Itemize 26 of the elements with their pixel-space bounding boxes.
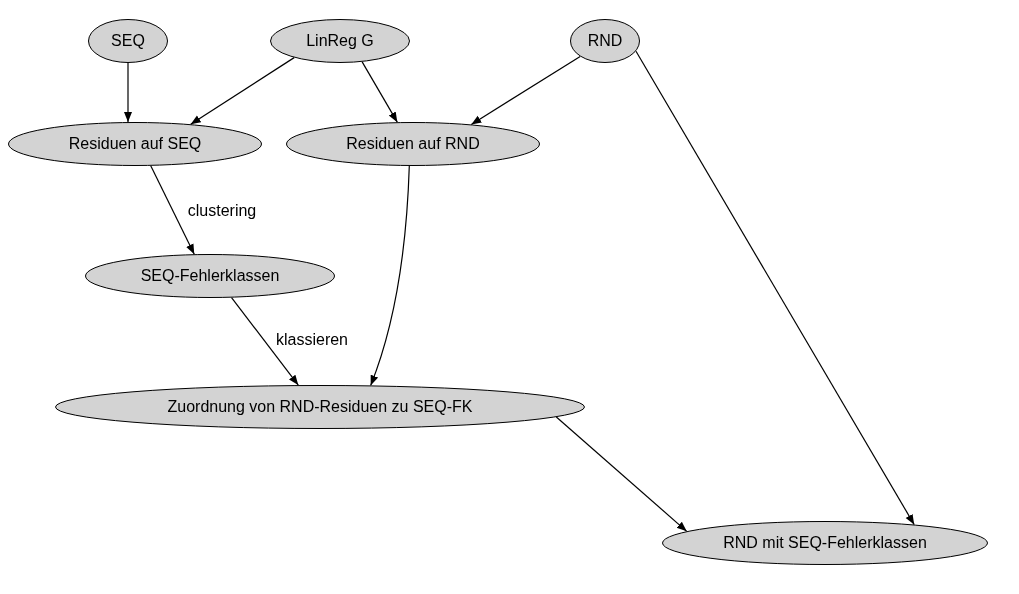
- arrow: [370, 165, 410, 386]
- arrow: [230, 297, 299, 386]
- node-label: SEQ: [111, 32, 145, 50]
- arrow: [150, 165, 195, 255]
- node-label: LinReg G: [306, 32, 374, 50]
- node-label: Residuen auf SEQ: [68, 135, 202, 153]
- arrow: [190, 57, 295, 125]
- ellipse-node: [88, 19, 168, 63]
- node-label: Residuen auf RND: [346, 135, 480, 153]
- node-label: RND mit SEQ-Fehlerklassen: [723, 534, 927, 552]
- node-label: Zuordnung von RND-Residuen zu SEQ-FK: [167, 398, 473, 416]
- arrow: [361, 61, 398, 123]
- arrow: [555, 416, 688, 532]
- ellipse-node: [270, 19, 410, 63]
- ellipse-node: [8, 122, 262, 166]
- node-label: RND: [587, 32, 623, 50]
- arrow: [470, 55, 581, 126]
- node-label: SEQ-Fehlerklassen: [140, 267, 280, 285]
- arrow: [124, 62, 132, 123]
- arrow: [635, 50, 915, 526]
- edge-label: clustering: [185, 202, 259, 220]
- ellipse-node: [85, 254, 335, 298]
- ellipse-node: [55, 385, 585, 429]
- ellipse-node: [570, 19, 640, 63]
- ellipse-node: [286, 122, 540, 166]
- ellipse-node: [662, 521, 988, 565]
